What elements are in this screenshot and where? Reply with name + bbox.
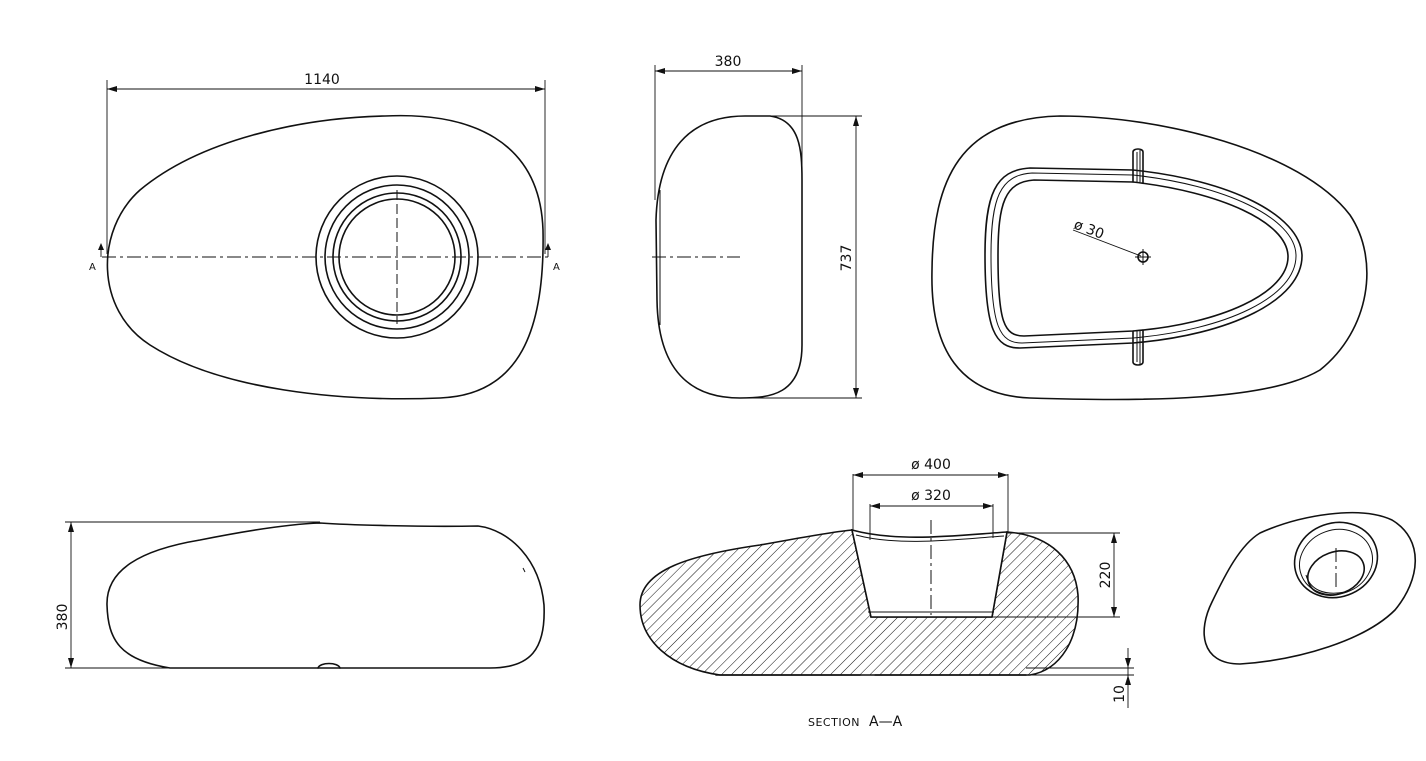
bowl-cavity [850, 528, 1008, 618]
notch-top [1132, 148, 1144, 184]
bowl-rim-ring [324, 184, 470, 330]
drain-leader [1072, 229, 1142, 257]
base-groove-outer [984, 167, 1303, 349]
section-title-word: SECTION [808, 716, 860, 729]
top-view-outline [106, 114, 544, 400]
isometric-outline [1203, 511, 1416, 665]
side-view-outline [655, 115, 803, 399]
underside-outline [931, 115, 1368, 401]
section-marker-right: A [553, 262, 560, 273]
front-view: 380 [55, 521, 545, 669]
depth-dimension-label: 220 [1098, 562, 1114, 589]
section-title-name: A—A [869, 714, 903, 730]
front-drain-bump [317, 662, 341, 669]
section-marker-left: A [89, 262, 96, 273]
underside-view: ø 30 [931, 115, 1368, 401]
width-dimension-label: 1140 [304, 72, 340, 88]
top-view: 1140 A A [89, 72, 560, 400]
drain-diameter-label: ø 30 [1072, 217, 1107, 243]
front-view-outline [106, 522, 545, 669]
isometric-view [1203, 511, 1416, 665]
base-offset-label: 10 [1112, 685, 1128, 703]
base-groove-mid [990, 172, 1297, 344]
base-groove-inner [997, 179, 1289, 337]
front-height-dimension-label: 380 [55, 604, 71, 631]
inner-diameter-label: ø 320 [911, 488, 951, 504]
isometric-bowl-outer [1293, 521, 1379, 599]
side-width-dimension-label: 380 [715, 54, 742, 70]
side-height-dimension-label: 737 [839, 245, 855, 272]
side-view: 380 737 [652, 54, 862, 399]
outer-diameter-label: ø 400 [911, 457, 951, 473]
notch-bottom [1132, 329, 1144, 366]
section-hatched-body [639, 529, 1079, 676]
section-view: ø 400 ø 320 220 10 SECTION A—A [639, 457, 1134, 730]
isometric-bowl-rim [1299, 528, 1373, 596]
